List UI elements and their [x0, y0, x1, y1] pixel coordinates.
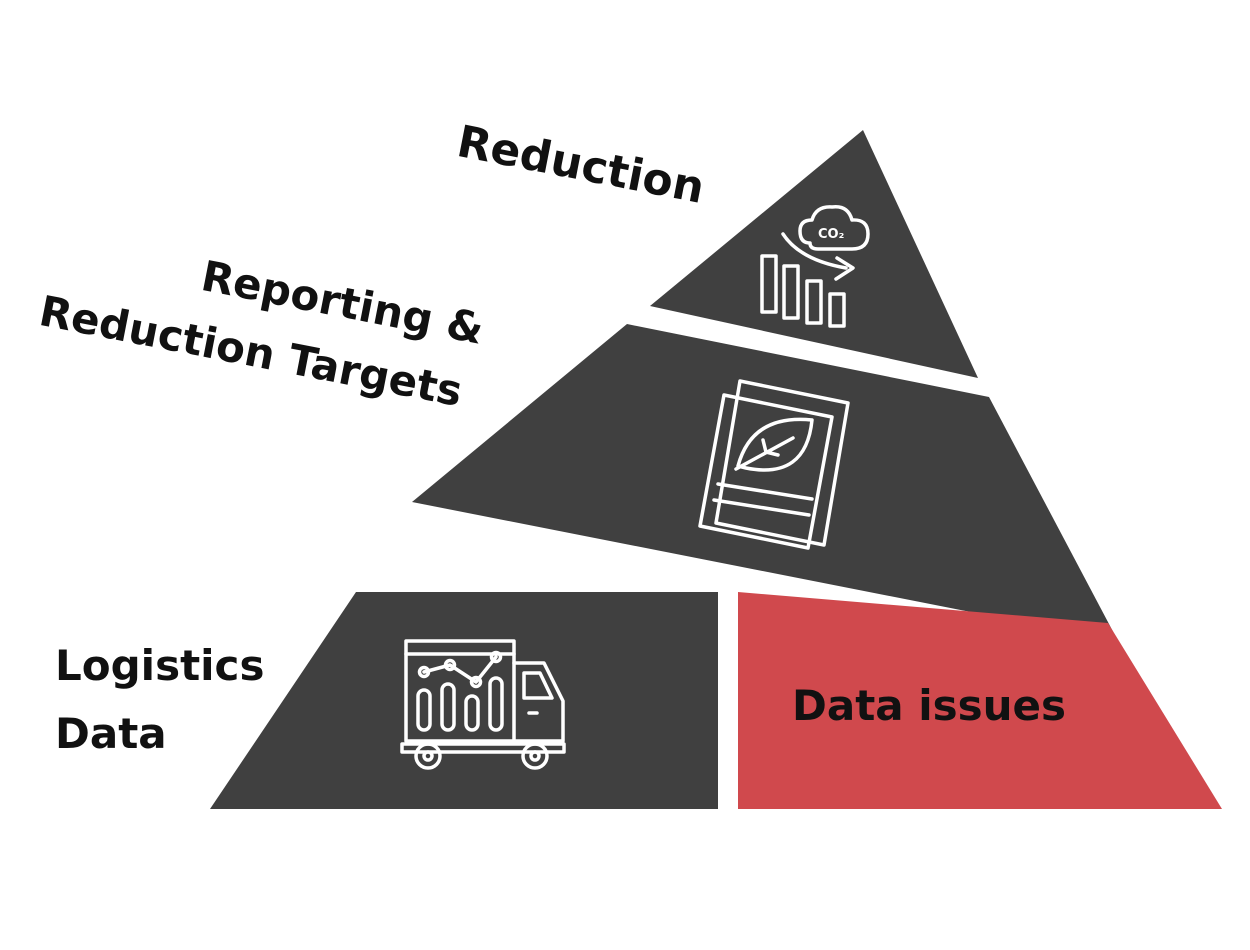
tier-reporting: [412, 324, 1118, 641]
label-logistics-line-1: Logistics: [55, 641, 265, 690]
eco-report-leaf-icon: [698, 379, 850, 550]
tier-reduction: [650, 130, 978, 378]
co2-reduction-chart-icon: CO₂: [760, 205, 870, 328]
truck-analytics-icon: [400, 639, 566, 770]
tier-data-issues: [738, 592, 1222, 809]
co2-icon-text: CO₂: [818, 227, 844, 242]
label-logistics-line-2: Data: [55, 709, 167, 758]
tier-logistics: [210, 592, 718, 809]
label-data-issues: Data issues: [792, 681, 1067, 730]
